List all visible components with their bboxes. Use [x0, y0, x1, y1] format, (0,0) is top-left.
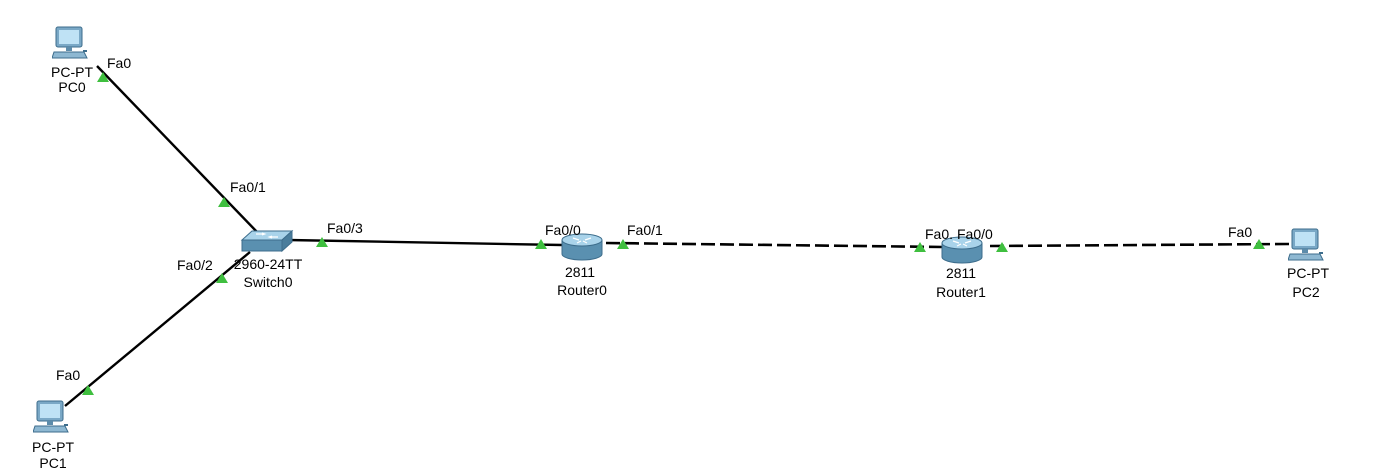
switch0-port-fa03-label: Fa0/3 [327, 220, 363, 236]
link-up-indicator-r0-fa01 [617, 239, 629, 249]
link-up-indicator-sw-fa03 [316, 237, 328, 247]
device-switch0[interactable] [240, 229, 294, 255]
pc-icon [1288, 228, 1324, 261]
link-up-indicator-pc1 [82, 385, 94, 395]
pc-icon [33, 400, 69, 433]
pc2-model-label: PC-PT [1287, 265, 1329, 281]
pc1-port-label: Fa0 [56, 367, 81, 383]
device-router0[interactable] [559, 232, 605, 262]
cable-router1-pc2[interactable] [989, 242, 1291, 248]
link-up-indicator-r0-fa00 [535, 239, 547, 249]
router0-name-label: Router0 [557, 282, 607, 298]
link-up-indicator-sw-fa02 [216, 273, 228, 283]
router0-port-fa01-label: Fa0/1 [627, 222, 663, 238]
link-up-indicator-r1-fa00 [996, 242, 1008, 252]
pc-icon [52, 26, 88, 59]
cable-router0-router1[interactable] [605, 241, 944, 249]
pc1-model-label: PC-PT [32, 439, 74, 455]
router1-port-fa0-label: Fa0. [925, 226, 954, 242]
pc0-port-label: Fa0 [107, 55, 132, 71]
switch0-model-label: 2960-24TT [233, 256, 303, 272]
switch0-port-fa01-label: Fa0/1 [230, 179, 266, 195]
switch-icon [240, 229, 294, 253]
cable-pc1-switch0[interactable] [64, 251, 251, 407]
router-icon [561, 233, 603, 261]
link-up-indicator-pc0 [97, 72, 109, 82]
switch0-name-label: Switch0 [243, 274, 293, 290]
cable-switch0-router0[interactable] [287, 238, 563, 247]
pc1-name-label: PC1 [39, 455, 67, 471]
cable-pc0-switch0[interactable] [96, 65, 259, 234]
pc2-port-label: Fa0 [1228, 224, 1253, 240]
router1-model-label: 2811 [945, 265, 977, 281]
device-router1[interactable] [939, 235, 985, 265]
router-icon [941, 236, 983, 264]
link-up-indicator-r1-fa0 [914, 242, 926, 252]
device-pc0[interactable] [52, 26, 88, 60]
link-up-indicator-sw-fa01 [218, 197, 230, 207]
device-pc2[interactable] [1288, 228, 1324, 262]
switch0-port-fa02-label: Fa0/2 [177, 257, 213, 273]
link-up-indicator-pc2 [1253, 239, 1265, 249]
router0-port-fa00-label: Fa0/0 [545, 222, 581, 238]
router1-port-fa00-label: Fa0/0 [957, 226, 993, 242]
pc0-model-label: PC-PT [51, 64, 93, 80]
router1-name-label: Router1 [936, 284, 986, 300]
pc2-name-label: PC2 [1292, 284, 1320, 300]
router0-model-label: 2811 [564, 264, 596, 280]
device-pc1[interactable] [33, 400, 69, 434]
pc0-name-label: PC0 [58, 79, 86, 95]
